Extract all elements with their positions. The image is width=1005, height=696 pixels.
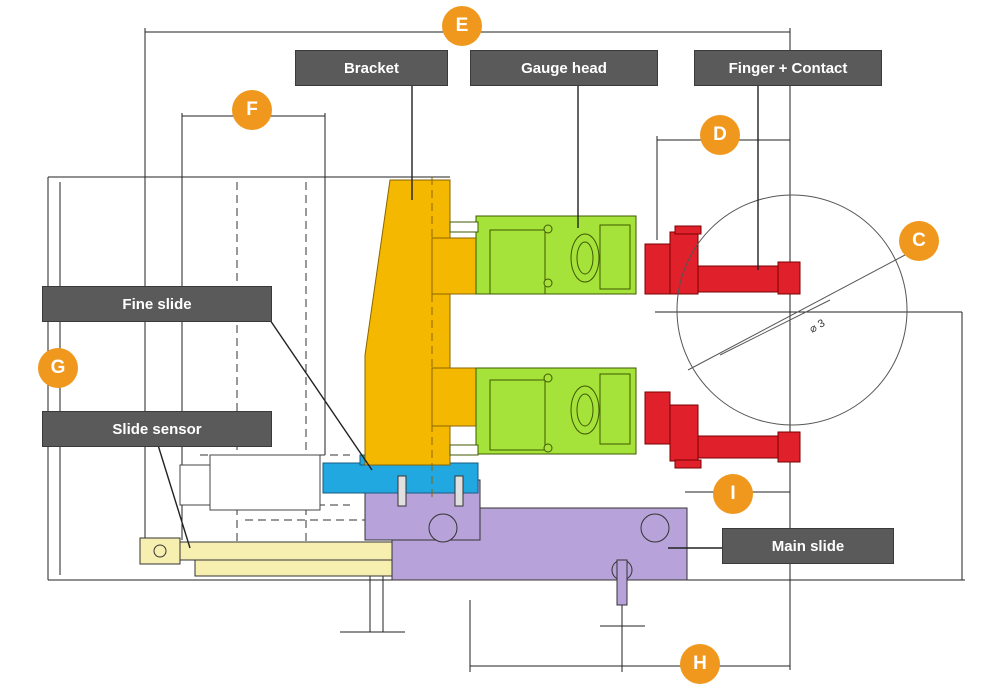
main-slide-label: Main slide (722, 528, 894, 564)
workpiece-circle (676, 194, 908, 426)
dimension-g-badge: G (38, 348, 78, 388)
gauge-head-upper (449, 215, 637, 295)
dimension-f-badge: F (232, 90, 272, 130)
leader-lines (157, 86, 759, 549)
dimension-h-badge: H (680, 644, 720, 684)
dimension-c-badge: C (899, 221, 939, 261)
gauge-head-lower (449, 367, 637, 456)
finger-contact-label: Finger + Contact (694, 50, 882, 86)
main-slide-assembly (364, 479, 688, 606)
dimension-d-badge: D (700, 115, 740, 155)
gauge-head-label: Gauge head (470, 50, 658, 86)
finger-lower (644, 391, 801, 469)
fine-slide-label: Fine slide (42, 286, 272, 322)
slide-sensor-label: Slide sensor (42, 411, 272, 447)
holder-outline (179, 454, 321, 511)
finger-upper (644, 225, 801, 295)
diameter-note: ⌀ 3 (808, 317, 828, 335)
dimension-e-badge: E (442, 6, 482, 46)
bracket-label: Bracket (295, 50, 448, 86)
dimension-i-badge: I (713, 474, 753, 514)
bracket-body (364, 179, 451, 466)
